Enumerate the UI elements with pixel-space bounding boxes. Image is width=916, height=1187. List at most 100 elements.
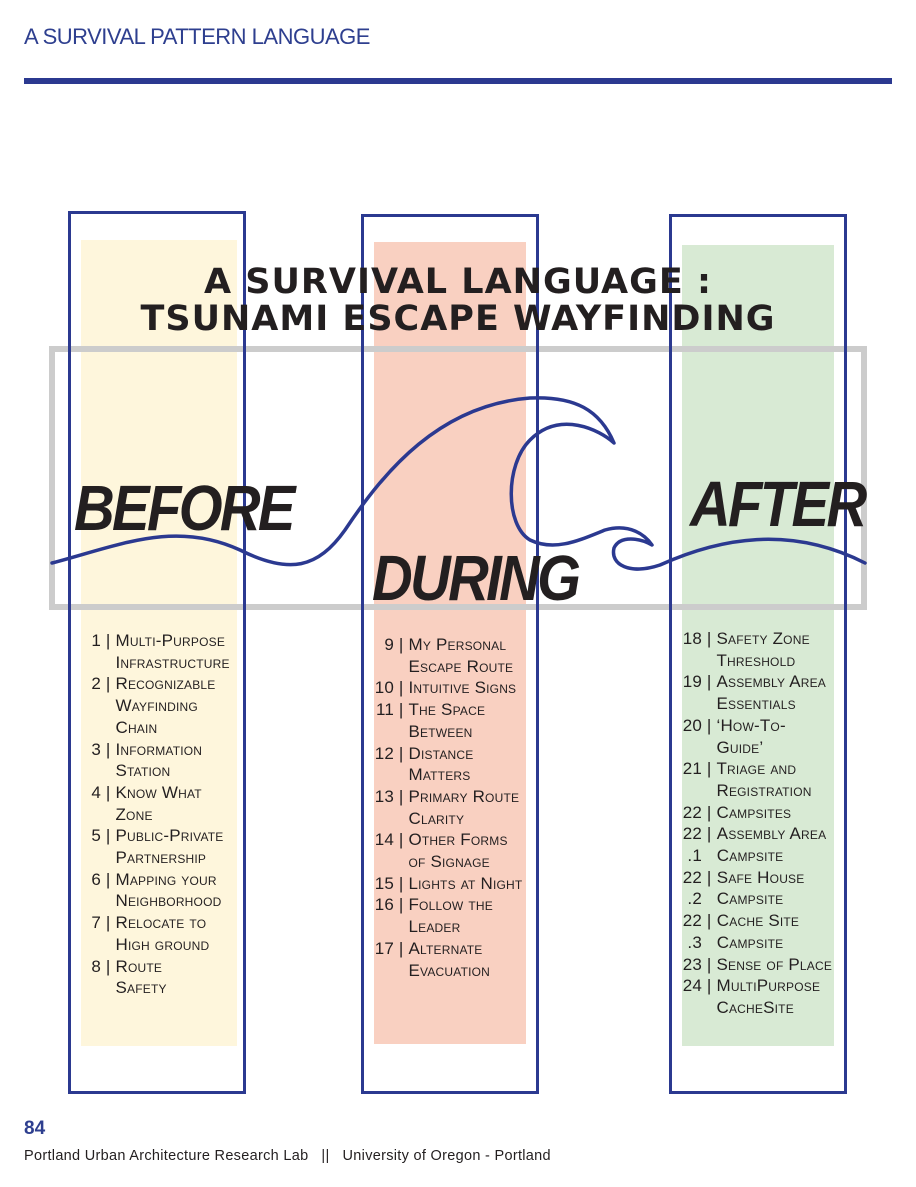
pattern-title: Public-Private Partnership [115,826,224,868]
pattern-title: Assembly Area Essentials [716,672,827,714]
pattern-separator: | [394,743,409,763]
before-pattern-list: 1 | Multi-Purpose Infrastructure 2 | Reco… [86,630,246,999]
pattern-number: 4 [91,782,101,802]
phase-label-after: AFTER [690,468,867,540]
pattern-item: 20 | ‘How-To- Guide’ [680,715,850,758]
pattern-title: Assembly Area Campsite [716,824,827,866]
pattern-item: 17 | Alternate Evacuation [372,938,540,981]
pattern-number: 17 [374,938,394,958]
pattern-separator: | [394,830,409,850]
during-column-border [361,214,539,1094]
pattern-item: 22 | Campsites [680,802,850,824]
pattern-title: Multi-Purpose Infrastructure [115,631,230,672]
pattern-number: 19 [682,672,702,692]
pattern-separator: | [394,938,409,958]
pattern-title: Campsites [716,802,792,822]
pattern-title: Alternate Evacuation [408,938,491,980]
pattern-item: 22 .1 | Assembly Area Campsite [680,823,850,866]
phase-label-before: BEFORE [74,472,295,544]
pattern-separator: | [702,802,717,822]
page-header-title: A SURVIVAL PATTERN LANGUAGE [24,24,370,49]
pattern-title: My Personal Escape Route [408,635,514,676]
pattern-item: 8 | Route Safety [86,956,246,999]
pattern-title: Recognizable Wayfinding Chain [115,674,216,737]
pattern-separator: | [394,873,409,893]
pattern-title: Sense of Place [716,954,833,974]
pattern-title: Safe House Campsite [716,867,805,909]
pattern-separator: | [101,869,116,889]
pattern-item: 5 | Public-Private Partnership [86,825,246,868]
pattern-number: 15 [374,873,394,893]
pattern-number: 11 [375,700,394,720]
pattern-separator: | [101,631,116,650]
phase-label-during: DURING [372,542,581,614]
pattern-title: Mapping your Neighborhood [115,869,222,911]
pattern-separator: | [706,911,712,931]
pattern-separator: | [101,674,116,694]
pattern-separator: | [101,913,116,933]
during-column-fill [374,242,526,1044]
pattern-title: Lights at Night [408,873,523,893]
pattern-separator: | [702,759,717,779]
pattern-number: 20 [682,715,702,735]
pattern-item: 22 .2 | Safe House Campsite [680,867,850,910]
pattern-separator: | [702,672,717,692]
pattern-number: 16 [374,895,394,915]
pattern-item: 13 | Primary Route Clarity [372,786,540,829]
pattern-title: The Space Between [408,700,486,741]
pattern-item: 22 .3 | Cache Site Campsite [680,910,850,953]
pattern-item: 6 | Mapping your Neighborhood [86,869,246,912]
pattern-separator: | [702,629,717,648]
diagram-frame [49,346,867,610]
pattern-separator: | [394,635,409,654]
pattern-number: 3 [91,739,101,759]
pattern-separator: | [706,867,712,887]
footer-credit: Portland Urban Architecture Research Lab… [24,1148,551,1164]
pattern-number: 7 [91,913,101,933]
after-column-border [669,214,847,1094]
after-column-fill [682,245,834,1046]
pattern-separator: | [394,786,409,806]
page-number: 84 [24,1118,46,1139]
pattern-number: 1 [91,631,101,650]
pattern-title: Information Station [115,739,203,781]
pattern-title: Triage and Registration [716,759,812,800]
diagram-title-line2: TSUNAMI ESCAPE WAYFINDING [140,299,776,339]
pattern-number: 22 [682,802,702,822]
before-column-border [68,211,246,1094]
wave-line [50,396,867,571]
diagram-title-line1: A SURVIVAL LANGUAGE : [204,262,712,302]
pattern-item: 19 | Assembly Area Essentials [680,671,850,714]
pattern-item: 9 | My Personal Escape Route [372,634,540,677]
pattern-title: Primary Route Clarity [408,786,520,828]
pattern-number: 10 [374,678,394,698]
pattern-item: 15 | Lights at Night [372,873,540,895]
pattern-number: 24 [682,976,702,996]
pattern-number: 12 [374,743,394,763]
pattern-title: Know What Zone [115,782,202,824]
pattern-number: 13 [374,786,394,806]
pattern-item: 18 | Safety Zone Threshold [680,628,850,671]
pattern-number: 8 [91,956,101,976]
pattern-title: MultiPurpose CacheSite [716,976,821,1017]
pattern-item: 4 | Know What Zone [86,782,246,825]
pattern-number: 5 [91,826,101,846]
pattern-item: 24 | MultiPurpose CacheSite [680,975,850,1018]
pattern-item: 16 | Follow the Leader [372,894,540,937]
pattern-separator: | [394,700,409,720]
pattern-number: 18 [682,629,702,648]
pattern-separator: | [101,826,116,846]
pattern-title: Safety Zone Threshold [716,629,810,670]
pattern-item: 12 | Distance Matters [372,743,540,786]
pattern-item: 7 | Relocate to High ground [86,912,246,955]
pattern-number: 2 [91,674,101,694]
pattern-item: 23 | Sense of Place [680,954,850,976]
pattern-item: 3 | Information Station [86,739,246,782]
pattern-separator: | [394,895,409,915]
pattern-separator: | [394,678,409,698]
pattern-separator: | [702,976,717,996]
pattern-item: 11 | The Space Between [372,699,540,742]
pattern-item: 21 | Triage and Registration [680,758,850,801]
